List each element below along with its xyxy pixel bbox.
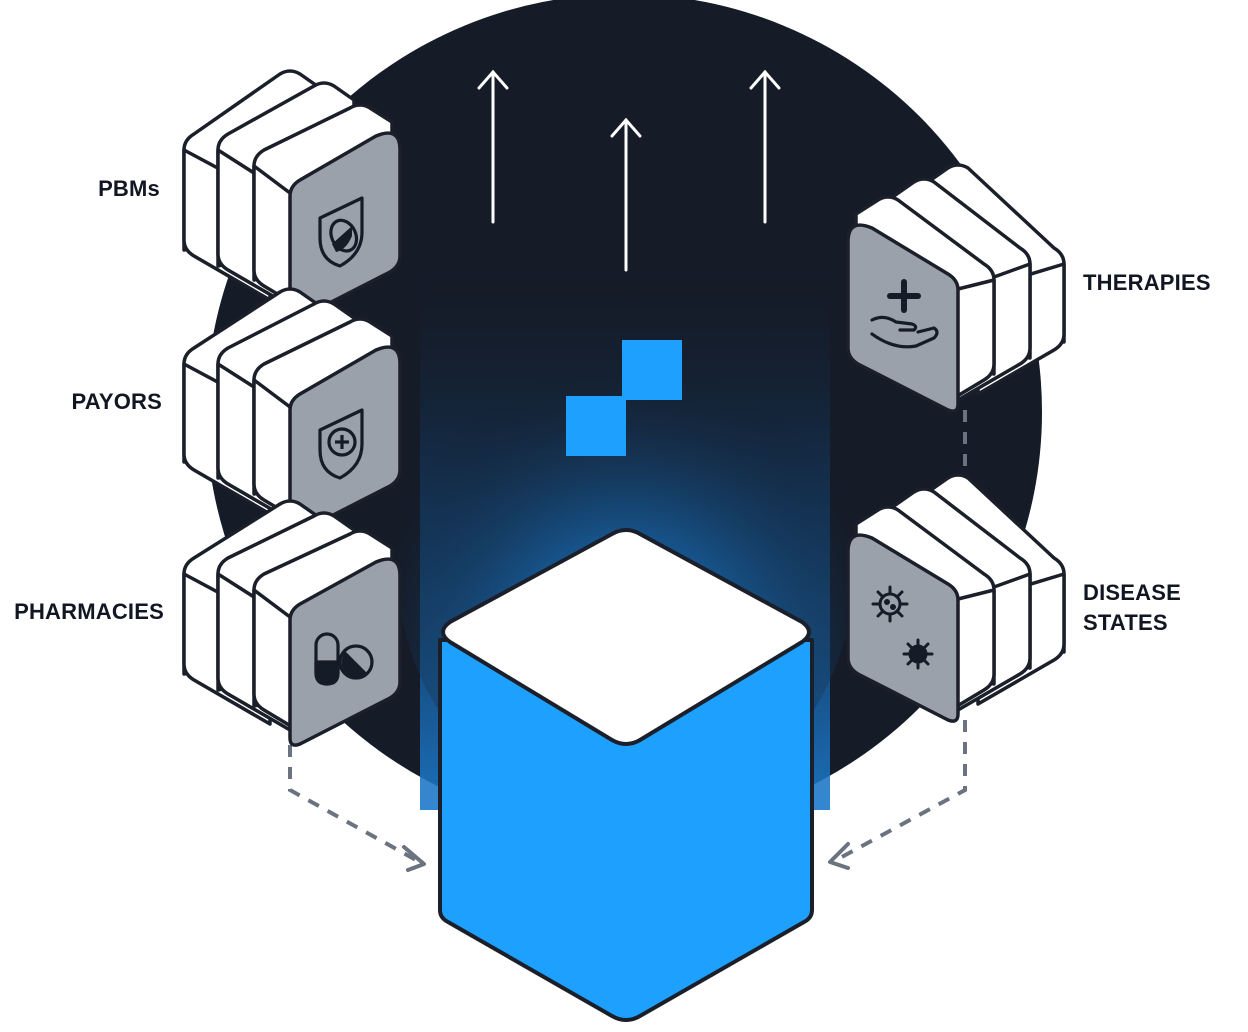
connector-pharmacies-core	[288, 745, 417, 862]
label-disease-states-line1: DISEASE	[1083, 580, 1181, 605]
arrowhead-right-icon	[828, 842, 850, 870]
arrowhead-left-icon	[402, 845, 426, 872]
label-disease-states: DISEASE STATES	[1083, 578, 1243, 638]
label-therapies: THERAPIES	[1083, 270, 1211, 295]
shield-pill-icon	[318, 196, 364, 268]
virus-icon	[871, 585, 934, 670]
logo-blocks-icon	[566, 340, 682, 456]
stack-disease-states	[846, 473, 1066, 723]
tile-face-disease-states	[846, 533, 960, 723]
label-payors: PAYORS	[71, 389, 162, 414]
label-pharmacies: PHARMACIES	[14, 599, 164, 624]
up-arrow-left-icon	[477, 69, 509, 224]
up-arrows	[477, 69, 781, 272]
stack-pbms	[182, 69, 402, 321]
connector-arrowheads	[402, 842, 850, 872]
capsule-pill-icon	[314, 632, 374, 686]
core-cube-body	[438, 638, 814, 1022]
tile-face-therapies	[846, 223, 960, 413]
up-arrow-center-icon	[610, 117, 642, 272]
connector-disease-core	[839, 720, 967, 860]
hand-plus-icon	[870, 279, 939, 349]
stack-pharmacies	[182, 499, 402, 747]
core-cube	[438, 528, 814, 1022]
core-cube-top	[441, 528, 811, 746]
label-pbms: PBMs	[98, 176, 160, 201]
up-arrow-right-icon	[749, 69, 781, 224]
label-disease-states-line2: STATES	[1083, 610, 1168, 635]
stack-therapies	[846, 163, 1066, 413]
shield-cross-icon	[318, 408, 364, 480]
